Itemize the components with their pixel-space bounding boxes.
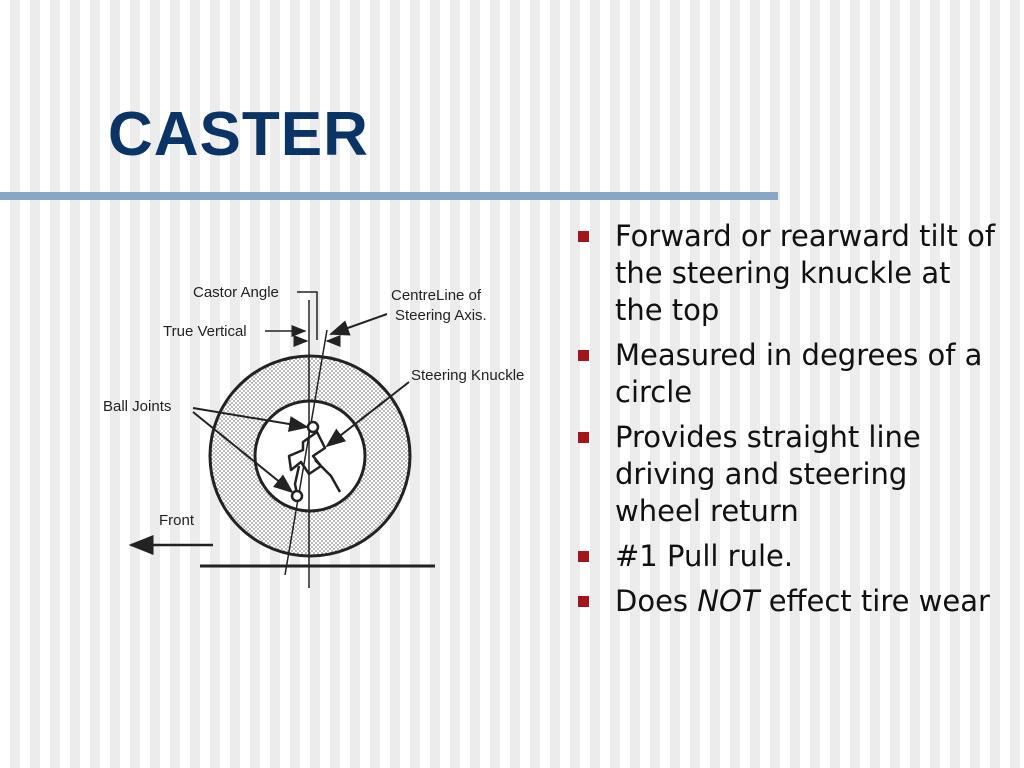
bullet-square-icon — [578, 596, 589, 607]
bullet-square-icon — [578, 551, 589, 562]
bullet-text: Provides straight line driving and steer… — [615, 420, 921, 528]
bullet-square-icon — [578, 350, 589, 361]
bullet-item: Forward or rearward tilt of the steering… — [578, 218, 998, 329]
label-front: Front — [159, 512, 195, 529]
bullet-text: Measured in degrees of a circle — [615, 338, 983, 409]
steering-axis-line — [284, 329, 328, 576]
bullet-square-icon — [578, 432, 589, 443]
bullet-text-emphasis: NOT — [697, 584, 760, 618]
bullet-text: #1 Pull rule. — [615, 539, 794, 573]
bullet-text-pre: Does — [615, 584, 698, 618]
bullet-list: Forward or rearward tilt of the steering… — [578, 218, 998, 628]
bullet-item: Provides straight line driving and steer… — [578, 419, 998, 530]
label-ball-joints: Ball Joints — [103, 398, 171, 415]
steering-knuckle-arrow — [325, 381, 410, 448]
label-castor-angle: Castor Angle — [193, 284, 279, 301]
bullet-item: #1 Pull rule. — [578, 538, 998, 575]
steering-knuckle-shape — [287, 420, 342, 503]
slide-title: CASTER — [108, 100, 369, 169]
ball-joint-arrow-lower — [192, 411, 294, 494]
bullet-square-icon — [578, 231, 589, 242]
bullet-text: Forward or rearward tilt of the steering… — [615, 219, 996, 327]
bullet-item: Measured in degrees of a circle — [578, 337, 998, 411]
label-true-vertical: True Vertical — [163, 323, 247, 340]
label-steering-knuckle: Steering Knuckle — [411, 367, 524, 384]
ball-joint-arrow-upper — [192, 407, 309, 432]
centreline-arrow — [329, 313, 388, 336]
wheel-rim — [253, 399, 367, 513]
title-divider — [0, 192, 778, 200]
bullet-text-post: effect tire wear — [759, 584, 990, 618]
label-centreline-line1: CentreLine of — [391, 287, 482, 304]
caster-diagram: Castor Angle True Vertical CentreLine of… — [103, 284, 524, 588]
bullet-item: Does NOT effect tire wear — [578, 583, 998, 620]
label-centreline-line2: Steering Axis. — [395, 307, 487, 324]
castor-angle-leader — [297, 291, 318, 340]
